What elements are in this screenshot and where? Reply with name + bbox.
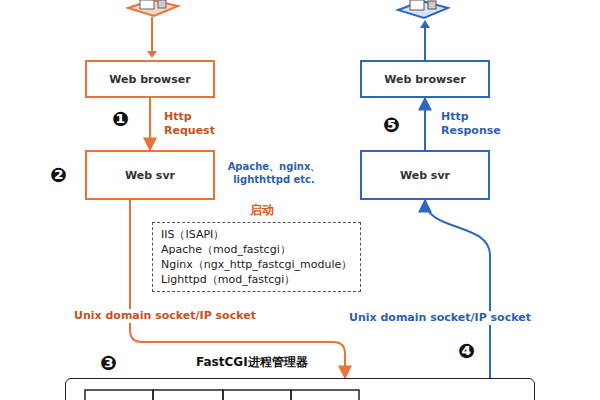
process-cell <box>223 390 291 400</box>
note-line: Nginx（ngx_http_fastcgi_module） <box>161 257 352 272</box>
arrow-head <box>420 20 430 28</box>
callout-number: ❹ <box>458 340 475 362</box>
process-manager-box: FastCGI进程管理器 <box>65 378 535 400</box>
user-computer-icon <box>128 0 178 16</box>
process-box: Web svr <box>85 150 215 200</box>
process-box: Web svr <box>360 150 490 200</box>
start-label: 启动 <box>250 202 274 219</box>
icon-monitor <box>140 0 154 9</box>
icon-arrow <box>151 17 153 52</box>
box-label: Web svr <box>125 169 175 182</box>
connector-label: Unix domain socket/IP socket <box>72 309 258 323</box>
arrow-head <box>147 51 157 58</box>
note-line: IIS（ISAPI） <box>161 227 352 242</box>
process-box: Web browser <box>85 60 215 98</box>
process-cell <box>153 390 223 400</box>
box-heading: FastCGI进程管理器 <box>196 354 308 371</box>
icon-monitor <box>410 0 424 10</box>
icon-person <box>428 1 436 9</box>
process-cell <box>291 390 359 400</box>
note-line: Apache（mod_fastcgi） <box>161 242 352 257</box>
process-cells <box>85 390 359 400</box>
note-box: IIS（ISAPI）Apache（mod_fastcgi）Nginx（ngx_h… <box>152 222 361 292</box>
note-line: Lighttpd（mod_fastcgi） <box>161 272 352 287</box>
icon-arrow <box>424 27 426 60</box>
connector-arrow <box>424 98 426 150</box>
connector-label: Http Request <box>162 110 228 138</box>
icon-platform <box>398 1 448 18</box>
callout-number: ❷ <box>50 164 67 186</box>
box-label: Web browser <box>384 73 465 86</box>
icon-platform <box>128 0 178 16</box>
icon-person <box>158 0 166 8</box>
connector-label: Http Response <box>439 110 511 138</box>
callout-number: ❸ <box>100 352 117 374</box>
callout-number: ❺ <box>383 114 400 136</box>
box-label: Web browser <box>109 73 190 86</box>
connector-arrow <box>149 98 151 150</box>
callout-number: ❶ <box>112 108 129 130</box>
box-label: Web svr <box>400 169 450 182</box>
connector-label: Unix domain socket/IP socket <box>347 311 533 325</box>
user-computer-icon <box>398 0 448 18</box>
connector-arrow <box>425 200 490 378</box>
process-box: Web browser <box>360 60 490 98</box>
process-cell <box>85 390 153 400</box>
server-list-note: Apache、nginx、lighthttpd etc. <box>224 160 324 186</box>
